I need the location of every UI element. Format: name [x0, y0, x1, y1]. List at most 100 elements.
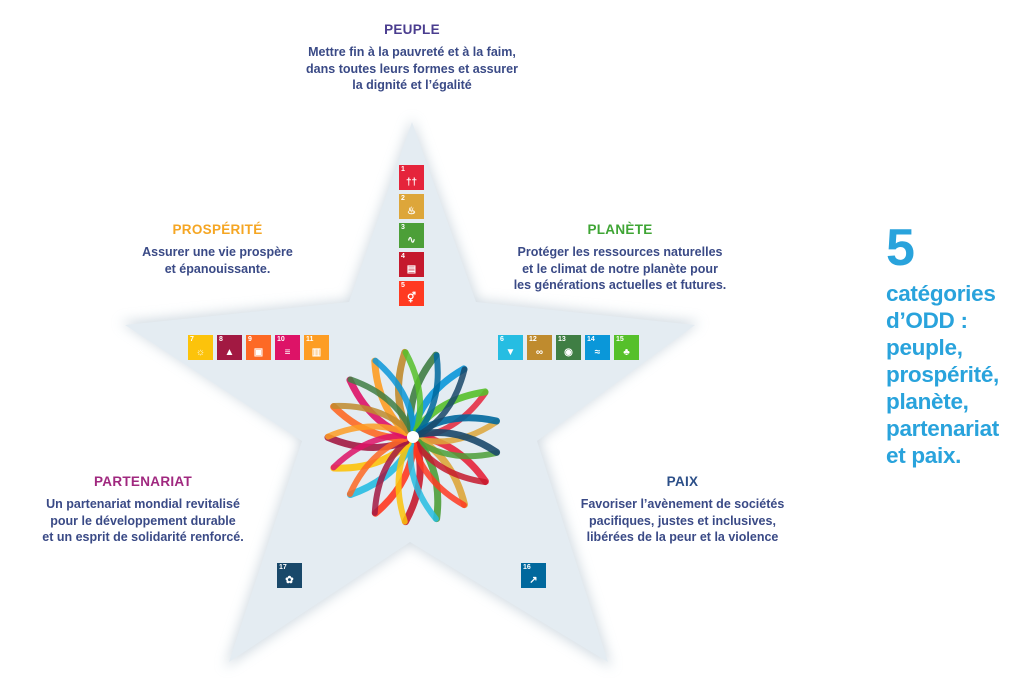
sdg-15-tile: 15 ♣	[614, 335, 639, 360]
wheel-petal	[416, 429, 501, 456]
description-line: et le climat de notre planète pour	[522, 261, 718, 276]
description-line: Un partenariat mondial revitalisé	[46, 497, 240, 511]
summary-line: peuple,	[886, 335, 963, 360]
sdg-14-tile: 14 ≈	[585, 335, 610, 360]
summary-line: prospérité,	[886, 362, 999, 387]
heartbeat-icon: ∿	[407, 235, 416, 246]
sdg-3-tile: 3∿	[399, 223, 424, 248]
cubes-icon: ▣	[253, 347, 264, 358]
sdg-number: 14	[587, 336, 595, 343]
sdg-12-tile: 12∞	[527, 335, 552, 360]
description-line: Mettre fin à la pauvreté et à la faim,	[308, 45, 516, 59]
sdg-number: 13	[558, 336, 566, 343]
wheel-petal	[407, 441, 439, 522]
category-description: Mettre fin à la pauvreté et à la faim, d…	[262, 44, 562, 94]
sdg-number: 7	[190, 336, 194, 343]
sdg-number: 5	[401, 282, 405, 289]
summary-line: catégories	[886, 281, 996, 306]
sdg-number: 8	[219, 336, 223, 343]
sdg-number: 17	[279, 564, 287, 571]
wheel-petal	[325, 423, 410, 440]
category-planete: PLANÈTE Protéger les ressources naturell…	[470, 222, 770, 294]
wheel-center	[407, 431, 419, 443]
growth-icon: ▲	[224, 347, 235, 358]
equal-icon: ≡	[284, 347, 291, 358]
category-description: Favoriser l’avènement de sociétés pacifi…	[560, 496, 805, 546]
category-partenariat: PARTENARIAT Un partenariat mondial revit…	[18, 474, 268, 546]
sdg-number: 12	[529, 336, 537, 343]
city-icon: ▥	[311, 347, 322, 358]
category-paix: PAIX Favoriser l’avènement de sociétés p…	[560, 474, 805, 546]
description-line: Assurer une vie prospère	[142, 245, 293, 259]
sdg-6-tile: 6▼	[498, 335, 523, 360]
fish-icon: ≈	[594, 347, 601, 358]
wheel-petal	[346, 435, 409, 497]
category-title: PARTENARIAT	[93, 474, 193, 489]
sdg-icons-planete: 6▼12∞13◉14≈15♣	[498, 335, 639, 360]
description-line: et épanouissante.	[164, 261, 271, 276]
wheel-petal	[372, 357, 417, 433]
wheel-petal	[415, 439, 500, 460]
sdg-5-tile: 5⚥	[399, 281, 424, 306]
summary-line: planète,	[886, 389, 969, 414]
bowl-icon: ♨	[407, 206, 416, 217]
sdg-number: 6	[500, 336, 504, 343]
eye-globe-icon: ◉	[564, 347, 573, 358]
description-line: la dignité et l’égalité	[352, 78, 472, 92]
sdg-number: 11	[306, 336, 314, 343]
wheel-petal	[402, 349, 424, 433]
sdg-11-tile: 11 ▥	[304, 335, 329, 360]
description-line: libérées de la peur et la violence	[586, 530, 779, 544]
flower-icon: ✿	[285, 575, 294, 586]
sdg-number: 9	[248, 336, 252, 343]
sdg-number: 10	[277, 336, 285, 343]
description-line: Favoriser l’avènement de sociétés	[580, 497, 785, 511]
sdg-number: 16	[523, 564, 531, 571]
category-title: PAIX	[666, 474, 699, 489]
description-line: pacifiques, justes et inclusives,	[589, 513, 776, 528]
category-description: Assurer une vie prospère et épanouissant…	[110, 244, 325, 277]
category-peuple: PEUPLE Mettre fin à la pauvreté et à la …	[262, 22, 562, 94]
sdg-17-tile: 17 ✿	[277, 563, 302, 588]
wheel-petal	[415, 352, 441, 435]
summary-line: d’ODD :	[886, 308, 968, 333]
tree-icon: ♣	[623, 347, 630, 358]
category-description: Un partenariat mondial revitalisé pour l…	[18, 496, 268, 546]
category-description: Protéger les ressources naturelles et le…	[470, 244, 770, 294]
family-icon: ††	[405, 177, 418, 188]
category-title: PEUPLE	[384, 22, 440, 37]
description-line: Protéger les ressources naturelles	[517, 245, 723, 259]
star-shape	[125, 122, 695, 662]
sun-icon: ☼	[195, 347, 206, 358]
wheel-petal	[347, 376, 414, 433]
sdg-8-tile: 8▲	[217, 335, 242, 360]
sdg-icons-paix: 16↗	[521, 563, 546, 588]
summary-line: partenariat	[886, 416, 999, 441]
sdg-10-tile: 10 ≡	[275, 335, 300, 360]
description-line: dans toutes leurs formes et assurer	[306, 61, 518, 76]
water-drop-icon: ▼	[505, 347, 516, 358]
sdg-number: 2	[401, 195, 405, 202]
wheel-petal	[330, 432, 409, 471]
wheel-petal	[417, 366, 468, 438]
sdg-number: 3	[401, 224, 405, 231]
sdg-icons-partenariat: 17 ✿	[277, 563, 302, 588]
book-icon: ▤	[406, 264, 417, 275]
description-line: les générations actuelles et futures.	[513, 278, 727, 292]
summary-text: catégories d’ODD : peuple, prospérité, p…	[886, 280, 1021, 469]
sdg-9-tile: 9▣	[246, 335, 271, 360]
sdg-number: 15	[616, 336, 624, 343]
gender-icon: ⚥	[406, 293, 417, 304]
summary-panel: 5 catégories d’ODD : peuple, prospérité,…	[886, 222, 1021, 469]
sdg-number: 4	[401, 253, 405, 260]
sdg-number: 1	[401, 166, 405, 173]
description-line: pour le développement durable	[50, 513, 236, 528]
sdg-icons-peuple: 1††2♨3∿4▤5⚥	[399, 165, 424, 306]
sdg-13-tile: 13 ◉	[556, 335, 581, 360]
wheel-petal	[330, 402, 412, 434]
sdg-2-tile: 2♨	[399, 194, 424, 219]
sdg-icons-prosperite: 7☼8▲9▣10≡11▥	[188, 335, 329, 360]
wheel-petal	[413, 441, 489, 486]
wheel-petal	[410, 441, 467, 509]
